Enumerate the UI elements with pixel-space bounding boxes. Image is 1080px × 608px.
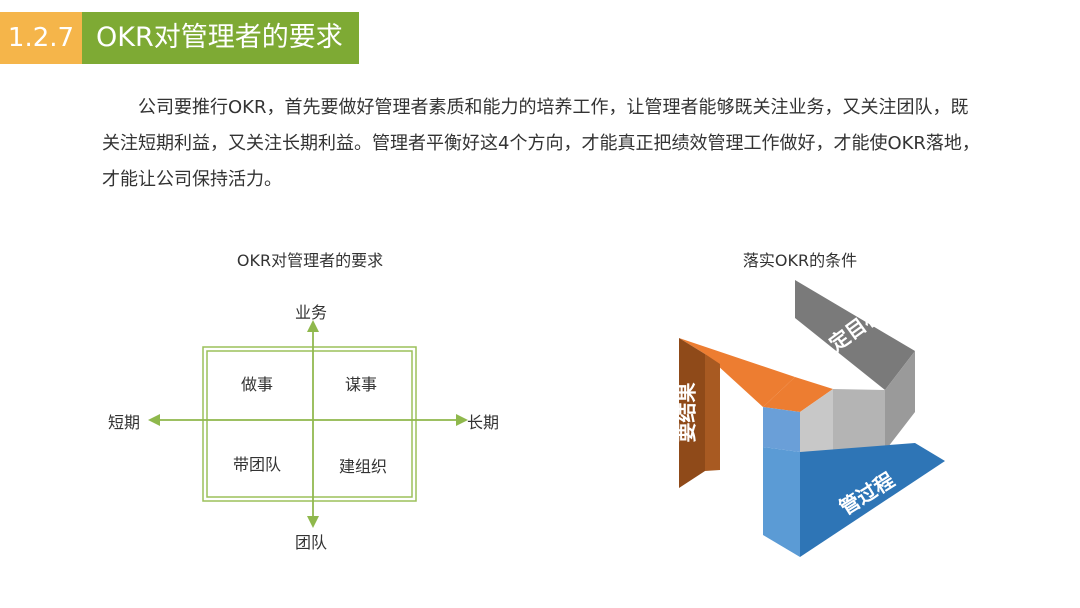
gray-arm-front — [833, 389, 885, 451]
joint-side — [800, 389, 833, 452]
axis-label-left: 短期 — [108, 413, 141, 432]
okr-conditions-title: 落实OKR的条件 — [742, 251, 858, 270]
quadrant-top-left: 做事 — [240, 375, 273, 394]
page-title: OKR对管理者的要求 — [82, 12, 359, 64]
quadrant-bottom-right: 建组织 — [338, 457, 387, 476]
blue-arm-top — [800, 443, 945, 557]
orange-arm-inner — [705, 354, 720, 471]
quadrant-bottom-left: 带团队 — [232, 455, 281, 474]
blue-arm-front — [763, 447, 800, 557]
title-bar: 1.2.7 OKR对管理者的要求 — [0, 12, 359, 64]
matrix-title: OKR对管理者的要求 — [236, 251, 384, 270]
matrix-frame-inner — [206, 350, 413, 498]
orange-arm-front — [679, 338, 705, 488]
axis-label-bottom: 团队 — [295, 533, 328, 552]
quadrant-top-right: 谋事 — [344, 375, 377, 394]
gray-arm-top — [795, 280, 915, 390]
section-number: 1.2.7 — [0, 12, 82, 64]
axis-label-right: 长期 — [467, 413, 500, 432]
joint-front — [763, 407, 800, 452]
axis-label-top: 业务 — [295, 303, 328, 322]
intro-paragraph: 公司要推行OKR，首先要做好管理者素质和能力的培养工作，让管理者能够既关注业务，… — [102, 97, 980, 190]
orange-arm-top — [679, 338, 795, 407]
okr-face-require-results: 要结果 — [674, 382, 699, 443]
orange-block-top — [763, 377, 833, 412]
matrix-frame-outer — [202, 346, 417, 502]
gray-arm-side — [885, 351, 915, 451]
